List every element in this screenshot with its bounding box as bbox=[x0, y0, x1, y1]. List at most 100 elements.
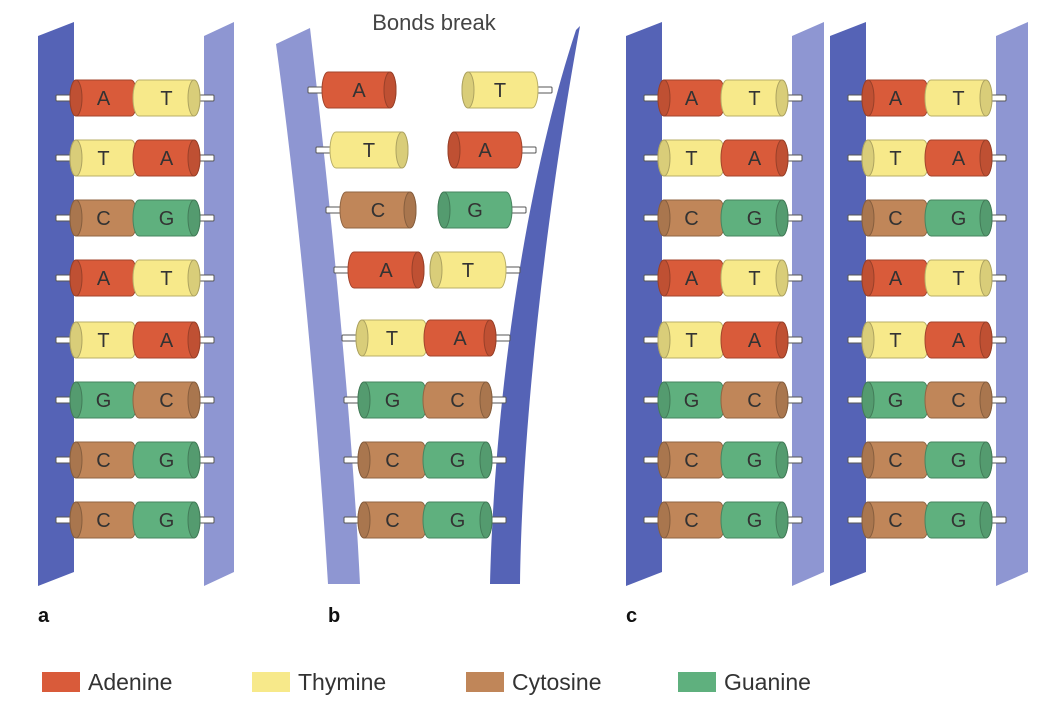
nucleotide-cytosine: C bbox=[343, 441, 428, 479]
base-letter: C bbox=[684, 450, 698, 472]
base-letter: G bbox=[888, 390, 904, 412]
legend-adenine: Adenine bbox=[42, 668, 172, 696]
base-letter: A bbox=[352, 80, 366, 102]
legend-cytosine: Cytosine bbox=[466, 668, 601, 696]
base-letter: C bbox=[747, 390, 761, 412]
base-letter: C bbox=[96, 450, 110, 472]
nucleotide-guanine: G bbox=[924, 501, 1007, 539]
panel-b-right-strand bbox=[490, 26, 580, 584]
base-letter: A bbox=[478, 140, 492, 162]
base-letter: G bbox=[450, 450, 466, 472]
base-letter: G bbox=[159, 450, 175, 472]
base-letter: G bbox=[951, 450, 967, 472]
base-letter: T bbox=[97, 148, 109, 170]
nucleotide-thymine: T bbox=[847, 321, 930, 359]
base-letter: T bbox=[952, 268, 964, 290]
base-letter: A bbox=[685, 88, 699, 110]
base-letter: G bbox=[450, 510, 466, 532]
nucleotide-thymine: T bbox=[720, 259, 803, 297]
nucleotide-cytosine: C bbox=[325, 191, 417, 229]
base-letter: G bbox=[385, 390, 401, 412]
panel-c-label: c bbox=[626, 605, 637, 627]
nucleotide-cytosine: C bbox=[847, 501, 930, 539]
base-letter: T bbox=[160, 268, 172, 290]
nucleotide-guanine: G bbox=[924, 199, 1007, 237]
base-letter: T bbox=[685, 148, 697, 170]
base-letter: C bbox=[159, 390, 173, 412]
nucleotide-thymine: T bbox=[55, 321, 138, 359]
base-letter: A bbox=[97, 268, 111, 290]
nucleotide-adenine: A bbox=[847, 259, 930, 297]
nucleotide-adenine: A bbox=[720, 139, 803, 177]
legend-label-guanine: Guanine bbox=[724, 668, 811, 695]
base-letter: A bbox=[952, 148, 966, 170]
nucleotide-guanine: G bbox=[55, 381, 138, 419]
thymine-swatch bbox=[252, 672, 290, 692]
nucleotide-guanine: G bbox=[132, 441, 215, 479]
base-letter: T bbox=[97, 330, 109, 352]
base-letter: T bbox=[462, 260, 474, 282]
legend-guanine: Guanine bbox=[678, 668, 811, 696]
nucleotide-adenine: A bbox=[643, 79, 726, 117]
panel-c-right-strand-2 bbox=[996, 22, 1028, 586]
base-letter: T bbox=[386, 328, 398, 350]
nucleotide-cytosine: C bbox=[643, 441, 726, 479]
base-letter: C bbox=[684, 208, 698, 230]
nucleotide-thymine: T bbox=[720, 79, 803, 117]
nucleotide-guanine: G bbox=[343, 381, 428, 419]
panel-b-left-strand bbox=[276, 28, 360, 584]
base-letter: A bbox=[952, 330, 966, 352]
nucleotide-guanine: G bbox=[132, 199, 215, 237]
base-letter: A bbox=[748, 330, 762, 352]
legend-label-cytosine: Cytosine bbox=[512, 668, 602, 695]
nucleotide-adenine: A bbox=[720, 321, 803, 359]
base-letter: C bbox=[888, 510, 902, 532]
base-letter: A bbox=[748, 148, 762, 170]
base-letter: T bbox=[889, 148, 901, 170]
nucleotide-cytosine: C bbox=[422, 381, 507, 419]
base-letter: T bbox=[748, 268, 760, 290]
nucleotide-cytosine: C bbox=[924, 381, 1007, 419]
nucleotide-adenine: A bbox=[132, 139, 215, 177]
base-letter: G bbox=[951, 208, 967, 230]
base-letter: C bbox=[888, 208, 902, 230]
nucleotide-guanine: G bbox=[437, 191, 527, 229]
panel-a-right-strand bbox=[204, 22, 234, 586]
nucleotide-guanine: G bbox=[422, 501, 507, 539]
base-letter: A bbox=[97, 88, 111, 110]
legend-thymine: Thymine bbox=[252, 668, 386, 696]
base-letter: T bbox=[494, 80, 506, 102]
nucleotide-thymine: T bbox=[461, 71, 553, 109]
nucleotide-cytosine: C bbox=[720, 381, 803, 419]
base-letter: T bbox=[685, 330, 697, 352]
nucleotide-thymine: T bbox=[315, 131, 409, 169]
bonds-break-title: Bonds break bbox=[372, 10, 497, 35]
panel-a-left-strand bbox=[38, 22, 74, 586]
base-letter: A bbox=[889, 88, 903, 110]
nucleotide-thymine: T bbox=[429, 251, 521, 289]
base-letter: C bbox=[888, 450, 902, 472]
base-letter: C bbox=[385, 450, 399, 472]
panel-c-right-strand-1 bbox=[792, 22, 824, 586]
base-letter: A bbox=[160, 330, 174, 352]
base-letter: G bbox=[951, 510, 967, 532]
base-letter: G bbox=[159, 510, 175, 532]
nucleotide-thymine: T bbox=[132, 79, 215, 117]
nucleotide-guanine: G bbox=[924, 441, 1007, 479]
base-letter: C bbox=[385, 510, 399, 532]
base-letter: T bbox=[889, 330, 901, 352]
nucleotide-thymine: T bbox=[847, 139, 930, 177]
nucleotide-thymine: T bbox=[643, 139, 726, 177]
base-letter: A bbox=[889, 268, 903, 290]
nucleotide-cytosine: C bbox=[132, 381, 215, 419]
base-letter: A bbox=[685, 268, 699, 290]
base-letter: G bbox=[96, 390, 112, 412]
nucleotide-adenine: A bbox=[643, 259, 726, 297]
base-letter: C bbox=[684, 510, 698, 532]
nucleotide-thymine: T bbox=[924, 79, 1007, 117]
